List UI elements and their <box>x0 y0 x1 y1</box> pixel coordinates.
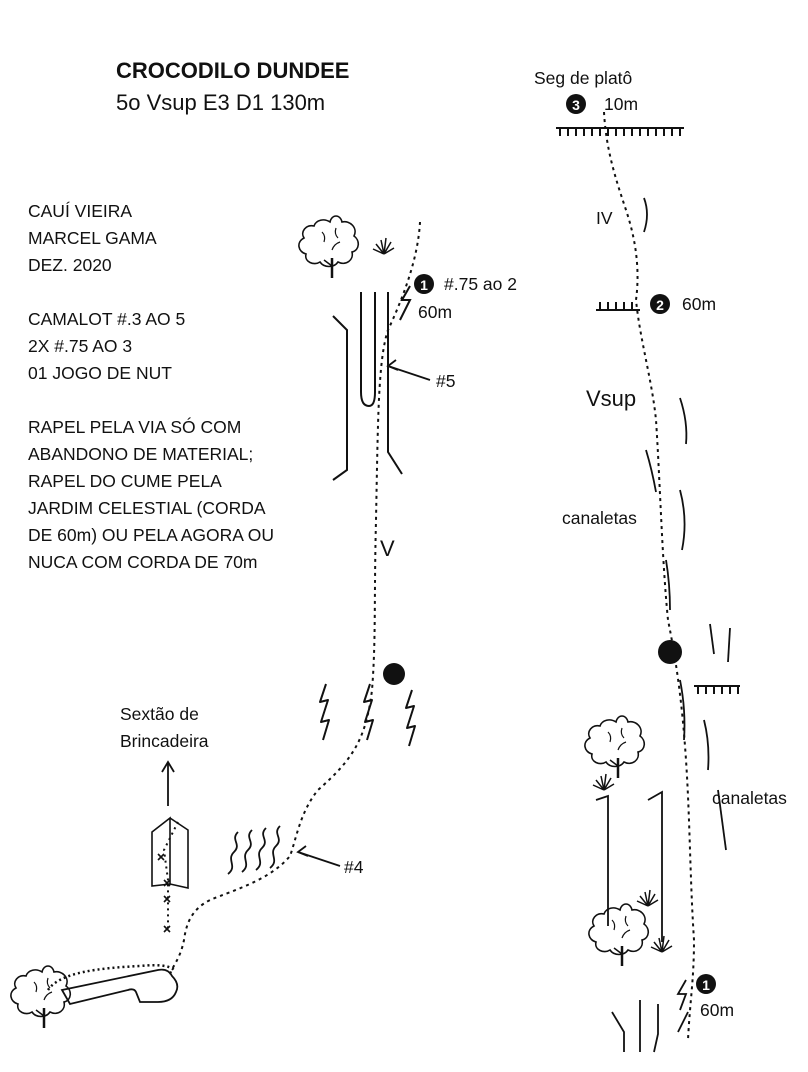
neighbor-route-box <box>151 816 189 889</box>
belay-marker-icon: 2 <box>650 294 670 314</box>
wavy-crack-lines <box>227 825 281 875</box>
note-line: DE 60m) OU PELA AGORA OU <box>28 525 275 545</box>
route-line-right <box>603 111 696 1041</box>
bolt-icon <box>383 663 405 685</box>
belay1-length-label-right: 60m <box>700 1000 734 1020</box>
belay-marker-icon: 1 <box>414 274 434 294</box>
dihedral-lines <box>332 285 412 481</box>
tree-icon <box>297 214 360 280</box>
grade-vsup-label: Vsup <box>586 386 636 411</box>
arrow-icon <box>296 845 341 867</box>
note-line: ABANDONO DE MATERIAL; <box>28 444 254 464</box>
ledge-icon <box>556 127 684 136</box>
belay1-length-label: 60m <box>418 302 452 322</box>
note-line: NUCA COM CORDA DE 70m <box>28 552 258 572</box>
belay-marker-icon: 3 <box>566 94 586 114</box>
crack-lines <box>595 679 727 942</box>
grade-v-label: V <box>380 536 395 561</box>
route-line-left <box>169 221 421 976</box>
gear-line: 2X #.75 AO 3 <box>28 336 133 356</box>
crack-line <box>643 197 648 233</box>
base-boulder <box>60 968 179 1006</box>
belay-number: 2 <box>656 297 664 313</box>
bolt-cross-icon <box>157 853 171 933</box>
belay3-top-label: Seg de platô <box>534 68 632 88</box>
ledge-icon <box>596 302 640 311</box>
belay3-length-label: 10m <box>604 94 638 114</box>
grade-iv-label: IV <box>596 208 613 228</box>
arrow-icon <box>161 760 175 806</box>
route-info: CAUÍ VIEIRA MARCEL GAMA DEZ. 2020 CAMALO… <box>28 198 274 576</box>
ledge-icon <box>694 685 740 694</box>
route-title: CROCODILO DUNDEE <box>116 58 350 83</box>
canaletas-label: canaletas <box>712 788 787 808</box>
tree-icon <box>587 902 650 968</box>
author-line: CAUÍ VIEIRA <box>28 201 133 221</box>
belay-number: 3 <box>572 97 580 113</box>
grass-icon <box>636 889 659 907</box>
belay2-length-label: 60m <box>682 294 716 314</box>
grass-icon <box>592 773 615 791</box>
belay1-gear-label: #.75 ao 2 <box>444 274 517 294</box>
note-line: RAPEL DO CUME PELA <box>28 471 222 491</box>
arrow-icon <box>386 359 431 381</box>
belay-number: 1 <box>702 977 710 993</box>
belay-number: 1 <box>420 277 428 293</box>
gear-line: 01 JOGO DE NUT <box>28 363 172 383</box>
neighbor-route-label: Sextão de <box>120 704 199 724</box>
gear-4-label: #4 <box>344 857 364 877</box>
tree-icon <box>9 964 72 1030</box>
belay-marker-icon: 1 <box>696 974 716 994</box>
gear-5-label: #5 <box>436 371 455 391</box>
bolt-icon <box>658 640 682 664</box>
route-grade: 5o Vsup E3 D1 130m <box>116 90 326 115</box>
tree-icon <box>583 714 646 780</box>
crack-lines <box>645 397 731 663</box>
base-crack-lines <box>611 979 689 1053</box>
neighbor-route-line <box>162 821 179 930</box>
neighbor-route-label: Brincadeira <box>120 731 209 751</box>
crack-icon <box>319 683 416 747</box>
note-line: JARDIM CELESTIAL (CORDA <box>28 498 266 518</box>
gear-line: CAMALOT #.3 AO 5 <box>28 309 186 329</box>
date-line: DEZ. 2020 <box>28 255 112 275</box>
author-line: MARCEL GAMA <box>28 228 157 248</box>
note-line: RAPEL PELA VIA SÓ COM <box>28 417 242 437</box>
grass-icon <box>372 237 395 255</box>
canaletas-label: canaletas <box>562 508 637 528</box>
